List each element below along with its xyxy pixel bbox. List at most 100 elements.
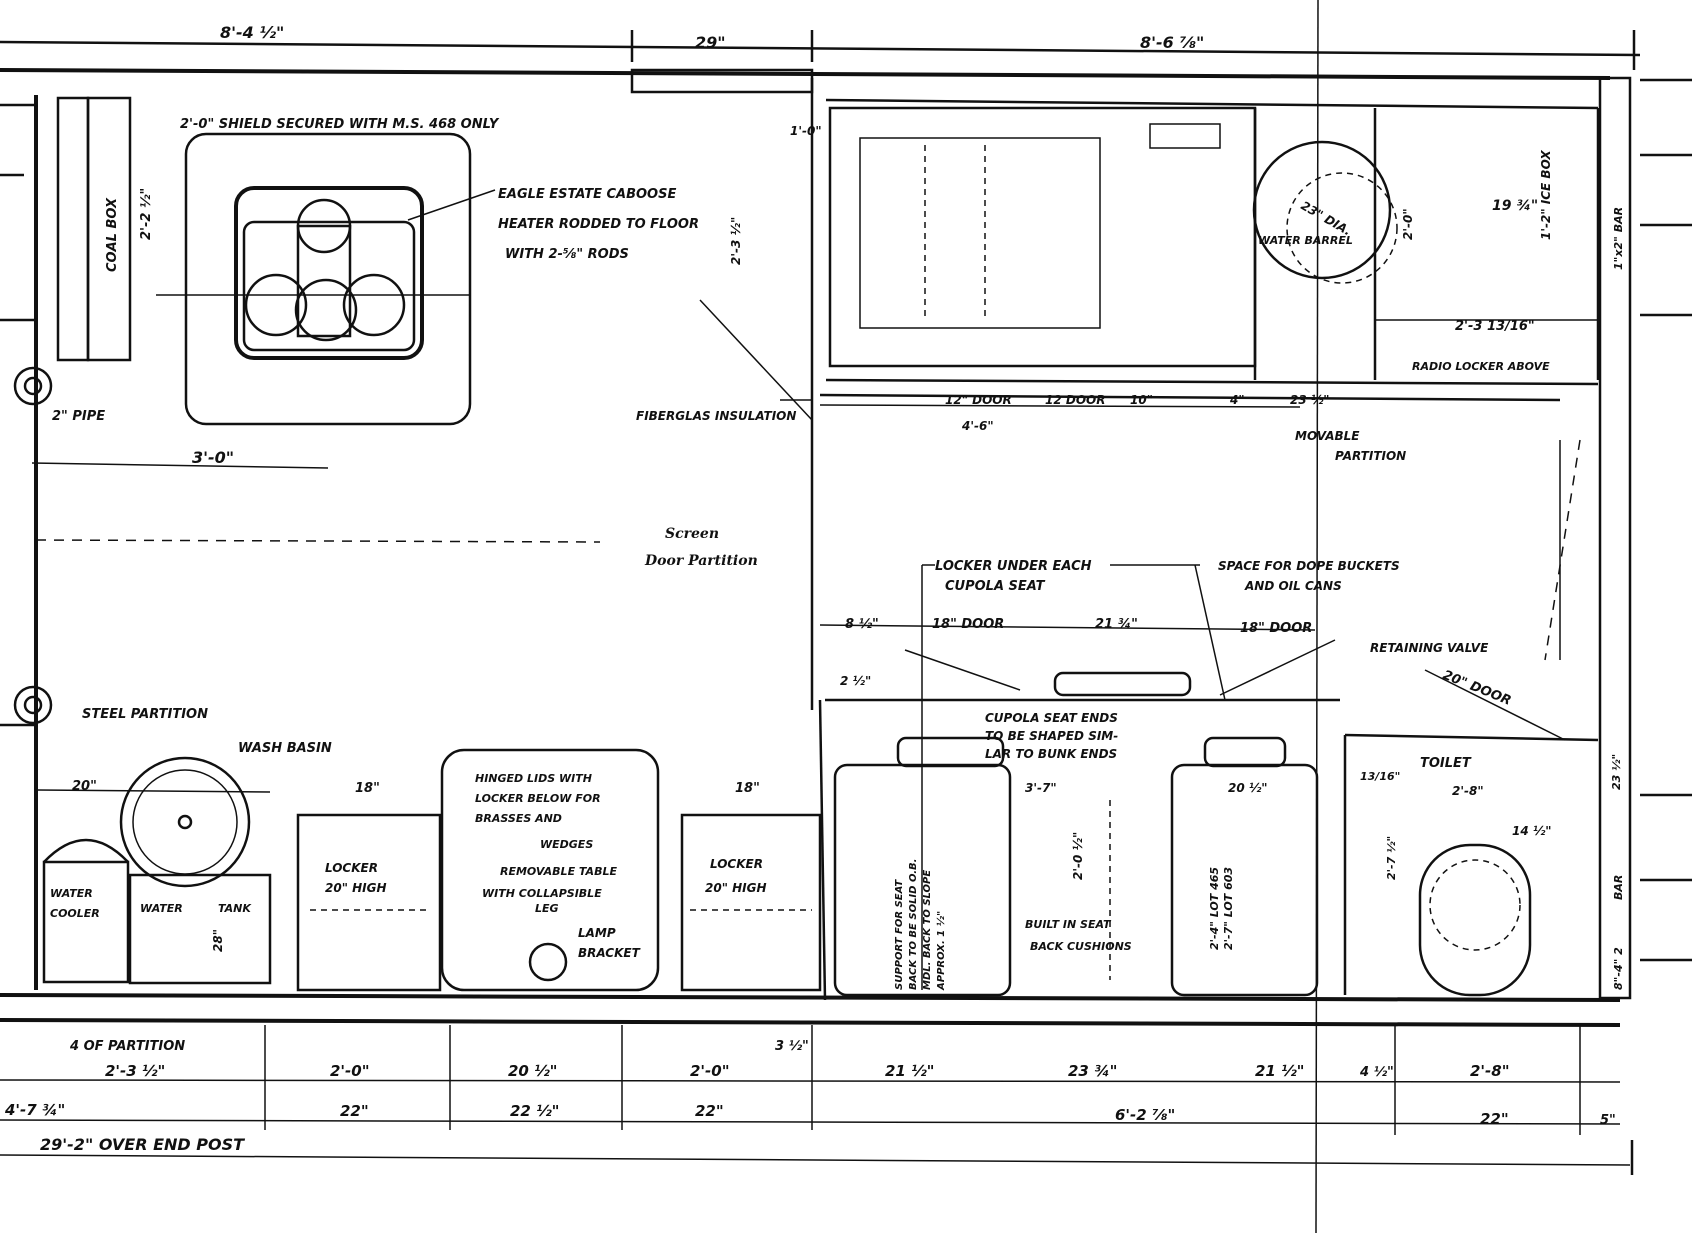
toilet-depth: 14 ½"	[1512, 824, 1552, 838]
barrel-dia: 23" DIA.	[1299, 198, 1354, 238]
heater-width: 3'-0"	[192, 448, 234, 467]
seat-height: 2'-0 ½"	[1071, 832, 1085, 880]
water-tank-rect	[128, 873, 272, 985]
dim-23: 23 ½"	[1290, 393, 1330, 407]
bottom-r1-d2: 2'-0"	[330, 1062, 370, 1080]
bottom-dimensions: 4 OF PARTITION 2'-3 ½" 2'-0" 20 ½" 2'-0"…	[0, 1025, 1634, 1175]
back-cushions: BACK CUSHIONS	[1030, 940, 1132, 953]
door-20: 20" DOOR	[1441, 668, 1514, 709]
retaining-valve: RETAINING VALVE	[1370, 641, 1489, 655]
wash-basin-circle	[119, 756, 251, 888]
side-dim: 1'-0"	[790, 124, 822, 138]
lower-left-area: STEEL PARTITION WASH BASIN 20" WATER COO…	[0, 685, 822, 992]
bar-dim: 8"-4" 2	[1612, 947, 1625, 990]
door-18-a: 18" DOOR	[932, 617, 1004, 632]
heater-height: 2'-2 ½"	[139, 188, 154, 240]
mid-section: FIBERGLAS INSULATION 12" DOOR 12 DOOR 4'…	[636, 124, 1581, 661]
lids-note-1: HINGED LIDS WITH	[475, 772, 592, 785]
bottom-r2-d4: 22"	[695, 1102, 724, 1120]
upper-right-room: WATER BARREL 23" DIA. 1'-2" ICE BOX 19 ¾…	[729, 78, 1600, 710]
lamp-label: LAMP	[578, 926, 616, 940]
bottom-r2-d5: 6'-2 ⅞"	[1115, 1106, 1175, 1124]
ice-box-label: 1'-2" ICE BOX	[1539, 150, 1553, 240]
locker-1-label: LOCKER	[325, 861, 378, 875]
radio-locker: RADIO LOCKER ABOVE	[1412, 360, 1550, 373]
space-note-1: SPACE FOR DOPE BUCKETS	[1218, 559, 1400, 573]
water-tank-label-a: WATER	[140, 902, 183, 915]
support-note-4: APPROX. 1 ½"	[935, 911, 947, 991]
seat-ends-1: CUPOLA SEAT ENDS	[985, 711, 1118, 725]
heater-body	[234, 186, 424, 360]
bottom-r1-d10: 2'-8"	[1470, 1062, 1510, 1080]
bottom-r1-d1: 2'-3 ½"	[105, 1062, 165, 1080]
seat-ends-3: LAR TO BUNK ENDS	[985, 747, 1117, 761]
water-cooler-label-2: COOLER	[50, 907, 100, 920]
toilet-height: 2'-7 ½"	[1385, 836, 1398, 880]
heater-note-3: WITH 2-⅝" RODS	[505, 247, 629, 262]
upper-vert-dim: 2'-3 ½"	[729, 217, 743, 265]
water-cooler-label-1: WATER	[50, 887, 93, 900]
water-barrel-circle	[1252, 140, 1392, 280]
water-cooler-rect	[42, 860, 130, 984]
locker-1-height: 20" HIGH	[325, 881, 387, 895]
heater-shield	[184, 132, 472, 426]
bottom-r1-d5: 3 ½"	[775, 1039, 809, 1054]
dim-4-6: 4'-6"	[961, 419, 994, 433]
door-12-b: 12 DOOR	[1045, 393, 1105, 407]
bottom-r2-d6: 22"	[1480, 1110, 1509, 1128]
lot-465: 2'-4" LOT 465	[1208, 867, 1221, 950]
seat-right-rect	[1170, 763, 1319, 997]
heater-note-1: EAGLE ESTATE CABOOSE	[498, 187, 676, 202]
lamp-bracket-circle	[528, 942, 568, 982]
barrel-dim: 2'-0"	[1401, 208, 1415, 240]
dim-21: 21 ¾"	[1095, 617, 1138, 632]
dim-20: 20"	[72, 779, 97, 794]
bottom-r2-d1: 4'-7 ¾"	[4, 1101, 65, 1119]
lower-right-area: SUPPORT FOR SEAT BACK TO BE SOLID O.B. M…	[818, 207, 1625, 1001]
partition-label: PARTITION	[1335, 449, 1406, 463]
space-note-2: AND OIL CANS	[1244, 579, 1342, 593]
bottom-r2-d2: 22"	[340, 1102, 369, 1120]
table-note-3: LEG	[535, 902, 559, 915]
door-18-b: 18" DOOR	[1240, 621, 1312, 636]
tank-dim: 28"	[211, 929, 225, 952]
bottom-r1-d6: 21 ½"	[885, 1062, 934, 1080]
dim-10: 10"	[1130, 393, 1153, 407]
toilet-width: 2'-8"	[1452, 784, 1484, 798]
locker-left-rect	[296, 813, 442, 992]
toilet-label: TOILET	[1420, 756, 1472, 771]
table-note-1: REMOVABLE TABLE	[500, 865, 617, 878]
locker-note-2: CUPOLA SEAT	[945, 579, 1046, 594]
bar-b: BAR	[1612, 875, 1625, 900]
seat-ends-2: TO BE SHAPED SIM-	[985, 729, 1118, 743]
locker-1-width: 18"	[355, 781, 380, 796]
heater-note-2: HEATER RODDED TO FLOOR	[498, 217, 699, 232]
wash-basin-label: WASH BASIN	[238, 741, 332, 756]
ice-box-dim: 19 ¾"	[1492, 198, 1538, 214]
water-barrel-label-a: WATER BARREL	[1258, 234, 1353, 247]
partition-circle	[13, 685, 53, 725]
door-12-a: 12" DOOR	[945, 393, 1012, 407]
support-note-2: BACK TO BE SOLID O.B.	[908, 859, 919, 990]
locker-right-rect	[680, 813, 822, 992]
lids-note-3: BRASSES AND	[475, 812, 562, 825]
coal-box-rect	[56, 96, 90, 362]
top-dim-right: 8'-6 ⅞"	[1140, 33, 1204, 52]
bar-a: 1"x2" BAR	[1612, 207, 1625, 270]
bottom-r1-d3: 20 ½"	[508, 1062, 557, 1080]
built-in-seat: BUILT IN SEAT	[1025, 918, 1112, 931]
support-note-3: MDL. BACK TO SLOPE	[922, 870, 933, 990]
pipe-label: 2" PIPE	[52, 409, 105, 424]
screen-partition-label: Door Partition	[644, 553, 758, 569]
dim-4: 4"	[1229, 393, 1245, 407]
bottom-r2-d7: 5"	[1600, 1113, 1616, 1128]
toilet-rect	[1418, 843, 1532, 997]
locker-note-1: LOCKER UNDER EACH	[935, 559, 1092, 574]
coal-box-label: COAL BOX	[105, 197, 120, 272]
side-23: 23 ½"	[1610, 754, 1623, 790]
bracket-label: BRACKET	[578, 946, 641, 960]
pipe-circle	[13, 366, 53, 406]
locker-2-label: LOCKER	[710, 857, 763, 871]
